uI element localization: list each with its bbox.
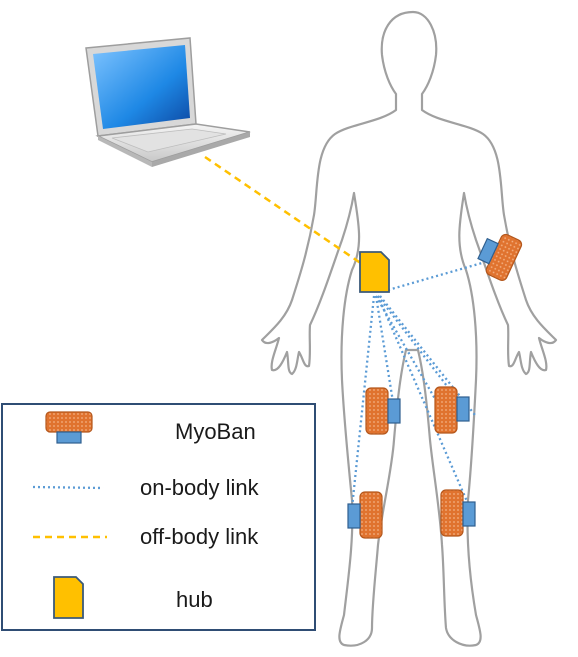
hub-icon: [359, 251, 390, 293]
legend-onbody-label: on-body link: [140, 475, 259, 500]
legend-offbody-label: off-body link: [140, 524, 259, 549]
legend-myoban-icon: [45, 411, 93, 444]
on-body-link-left-calf: [350, 295, 376, 509]
myoban-sensor-right-calf: [440, 489, 476, 537]
on-body-links: [350, 261, 483, 509]
off-body-link-line: [204, 155, 363, 266]
myoban-sensor-left-calf: [347, 491, 383, 539]
legend-hub-label: hub: [176, 587, 213, 612]
legend-hub-icon: [53, 576, 84, 619]
on-body-link-knee-cross: [375, 295, 439, 405]
on-body-link-right-calf: [376, 295, 471, 507]
on-body-link-right-thigh-outer: [379, 295, 476, 416]
myoban-sensor-arm: [477, 233, 523, 281]
myoban-sensor-right-thigh: [434, 386, 470, 434]
legend-onbody-line: [32, 485, 104, 490]
myoban-sensor-left-thigh: [365, 387, 401, 435]
laptop-icon: [85, 37, 251, 167]
on-body-link-arm: [387, 261, 483, 292]
legend-myoban-label: MyoBan: [175, 419, 256, 444]
